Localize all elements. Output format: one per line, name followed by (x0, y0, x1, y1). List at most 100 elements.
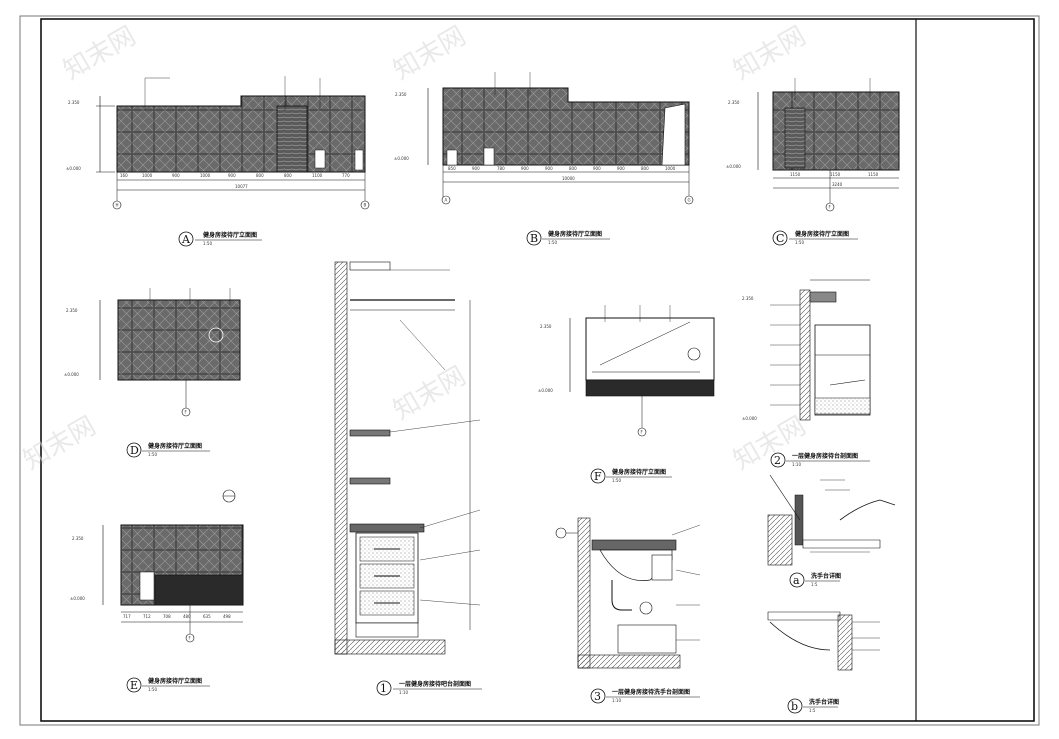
dim: 498 (223, 614, 231, 619)
dim: 800 (284, 173, 292, 178)
outer-border (19, 15, 1040, 726)
dim: 712 (143, 614, 151, 619)
dim: 800 (641, 166, 649, 171)
dim: 900 (172, 173, 180, 178)
view-scale: 1:10 (792, 462, 801, 467)
view-title: 一层健身房接待洗手台剖面图 (612, 688, 690, 696)
dim: 850 (448, 166, 456, 171)
title-e: E 健身房接待厅立面图 1:50 (126, 677, 210, 693)
grid-label: A (445, 198, 448, 203)
view-key: 2 (774, 454, 781, 467)
title-f: F 健身房接待厅立面图 1:50 (590, 468, 672, 484)
view-scale: 1:50 (203, 241, 212, 246)
dim: 1150 (790, 172, 801, 177)
dim: 900 (228, 173, 236, 178)
view-scale: 1:50 (148, 687, 157, 692)
title-d: D 健身房接待厅立面图 1:50 (126, 442, 210, 458)
view-scale: 1:5 (811, 582, 818, 587)
view-key: 1 (380, 682, 387, 695)
level-mark: 2.350 (72, 536, 84, 541)
view-key: A (181, 233, 191, 246)
view-key: 3 (594, 690, 601, 703)
dim: 900 (472, 166, 480, 171)
dim: 1000 (665, 166, 676, 171)
view-title: 洗手台详图 (809, 698, 839, 706)
level-mark: ±0.000 (64, 372, 79, 377)
view-title: 健身房接待厅立面图 (795, 230, 849, 238)
view-key: D (130, 444, 139, 457)
grid-label: F (185, 410, 188, 415)
dim: 1100 (312, 173, 323, 178)
title-3: 3 一层健身房接待洗手台剖面图 1:10 (590, 688, 700, 704)
elevation-c: 2.350 ±0.000 3240 1150 1150 1150 F (726, 78, 900, 212)
elevation-f: F 2.350 ±0.000 (538, 305, 715, 437)
dim: 800 (256, 173, 264, 178)
view-key: b (791, 700, 798, 713)
level-mark: 2.350 (540, 324, 552, 329)
grid-label: F (641, 430, 644, 435)
dim: 1150 (830, 172, 841, 177)
view-scale: 1:10 (612, 698, 621, 703)
dim: 900 (521, 166, 529, 171)
section-1 (334, 261, 481, 655)
dim: 717 (123, 614, 131, 619)
view-key: F (594, 470, 602, 483)
dim-total: 10077 (235, 184, 248, 189)
dim-total: 10000 (562, 176, 575, 181)
view-key: E (130, 679, 138, 692)
elevation-e: F 717 712 708 480 635 498 2.350 ±0.000 (70, 489, 244, 643)
dim: 1150 (868, 172, 879, 177)
view-scale: 1:50 (548, 240, 557, 245)
title-a: A 健身房接待厅立面图 1:50 (178, 231, 262, 247)
view-title: 洗手台详图 (811, 572, 841, 580)
view-title: 健身房接待厅立面图 (148, 677, 202, 685)
level-mark: ±0.000 (394, 156, 409, 161)
dim: 708 (163, 614, 171, 619)
title-1: 1 一层健身房接待吧台剖面图 1:10 (376, 680, 482, 696)
dim: 1000 (200, 173, 211, 178)
dim: 160 (120, 173, 128, 178)
dim: 900 (617, 166, 625, 171)
view-scale: 1:50 (612, 478, 621, 483)
view-scale: 1:5 (809, 708, 816, 713)
view-key: B (530, 232, 538, 245)
level-mark: 2.350 (68, 100, 80, 105)
grid-label: G (688, 198, 691, 203)
elevation-a: 2.350 ±0.000 10077 160 1000 900 1000 900… (66, 76, 370, 210)
dim: 900 (593, 166, 601, 171)
section-2: 2.350 ±0.000 (742, 279, 871, 421)
dim: 800 (569, 166, 577, 171)
level-mark: ±0.000 (742, 416, 757, 421)
elevation-d: F 2.350 ±0.000 (64, 288, 241, 417)
section-3 (555, 517, 701, 669)
title-detail-b: b 洗手台详图 1:5 (787, 698, 839, 714)
dim: 1000 (142, 173, 153, 178)
title-2: 2 一层健身房接待台剖面图 1:10 (770, 452, 870, 468)
title-b: B 健身房接待厅立面图 1:50 (526, 230, 610, 246)
view-title: 健身房接待厅立面图 (548, 230, 602, 238)
view-key: C (776, 232, 784, 245)
level-mark: 2.350 (728, 100, 740, 105)
view-scale: 1:50 (148, 452, 157, 457)
grid-label: H (116, 203, 119, 208)
level-mark: 2.350 (742, 296, 754, 301)
level-mark: 2.350 (395, 92, 407, 97)
view-scale: 1:10 (399, 690, 408, 695)
inner-border (40, 18, 1035, 722)
view-title: 一层健身房接待台剖面图 (792, 452, 858, 460)
dim: 480 (183, 614, 191, 619)
dim: 900 (545, 166, 553, 171)
dim: 780 (497, 166, 505, 171)
level-mark: ±0.000 (726, 164, 741, 169)
grid-label: F (189, 636, 192, 641)
detail-a (767, 474, 896, 566)
title-c: C 健身房接待厅立面图 1:50 (772, 230, 858, 246)
dim-total: 3240 (832, 182, 843, 187)
level-mark: ±0.000 (70, 596, 85, 601)
view-title: 健身房接待厅立面图 (612, 468, 666, 476)
view-title: 健身房接待厅立面图 (148, 442, 202, 450)
level-mark: ±0.000 (66, 166, 81, 171)
view-title: 健身房接待厅立面图 (203, 231, 257, 239)
view-title: 一层健身房接待吧台剖面图 (399, 680, 471, 688)
